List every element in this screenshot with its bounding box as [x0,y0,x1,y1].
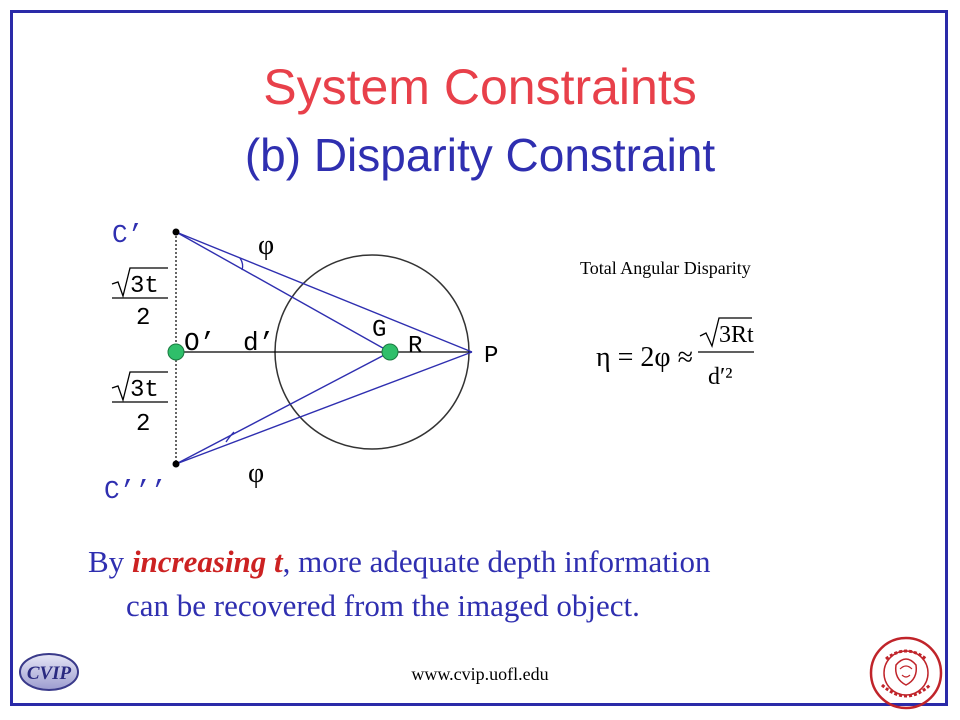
ray-c-triple-p [175,351,473,465]
frac-top-numerator: 3t [130,273,159,300]
camera-c-prime-dot [172,228,180,236]
angle-arc-bottom [225,431,235,443]
point-o-prime [167,343,185,361]
formula-caption: Total Angular Disparity [580,258,751,278]
ray-c-prime-p [175,231,473,353]
label-g: G [372,317,386,344]
label-p: P [484,343,498,370]
formula-numerator: 3Rt [719,322,754,348]
label-phi-bottom: φ [248,458,264,489]
body-paragraph: By increasing t, more adequate depth inf… [88,540,710,628]
label-phi-top: φ [258,230,274,261]
angle-arc-top [239,257,244,271]
label-r: R [408,333,422,360]
university-seal-logo [869,636,943,710]
formula-denominator: d′² [708,364,732,390]
formula-sqrt-symbol [699,317,752,348]
point-g [381,343,399,361]
frac-top-denominator: 2 [136,305,150,332]
body-line-2: can be recovered from the imaged object. [126,588,640,623]
cvip-logo: CVIP [19,653,79,691]
frac-bottom-denominator: 2 [136,411,150,438]
camera-c-triple-dot [172,460,180,468]
body-post: , more adequate depth information [282,544,711,579]
footer-url: www.cvip.uofl.edu [411,664,549,684]
ray-c-prime-g [175,231,391,353]
body-emphasis: increasing t [131,544,283,579]
slide-title: System Constraints [263,59,697,115]
slide-frame [10,10,948,706]
sqrt-symbol-top [111,267,168,299]
label-c-triple-prime: C’’’ [104,476,166,506]
label-o-prime: O’ [184,328,215,358]
ray-c-triple-g [175,351,391,465]
label-c-prime: C’ [112,220,143,250]
frac-bottom-numerator: 3t [130,377,159,404]
formula-lhs: η = 2φ ≈ [596,342,693,373]
sqrt-symbol-bottom [111,371,168,403]
cvip-logo-text: CVIP [27,663,72,684]
label-d-prime: d’ [243,328,274,358]
body-pre: By [88,544,132,579]
slide-subtitle: (b) Disparity Constraint [244,129,716,181]
body-line-1: By increasing t, more adequate depth inf… [88,540,710,584]
